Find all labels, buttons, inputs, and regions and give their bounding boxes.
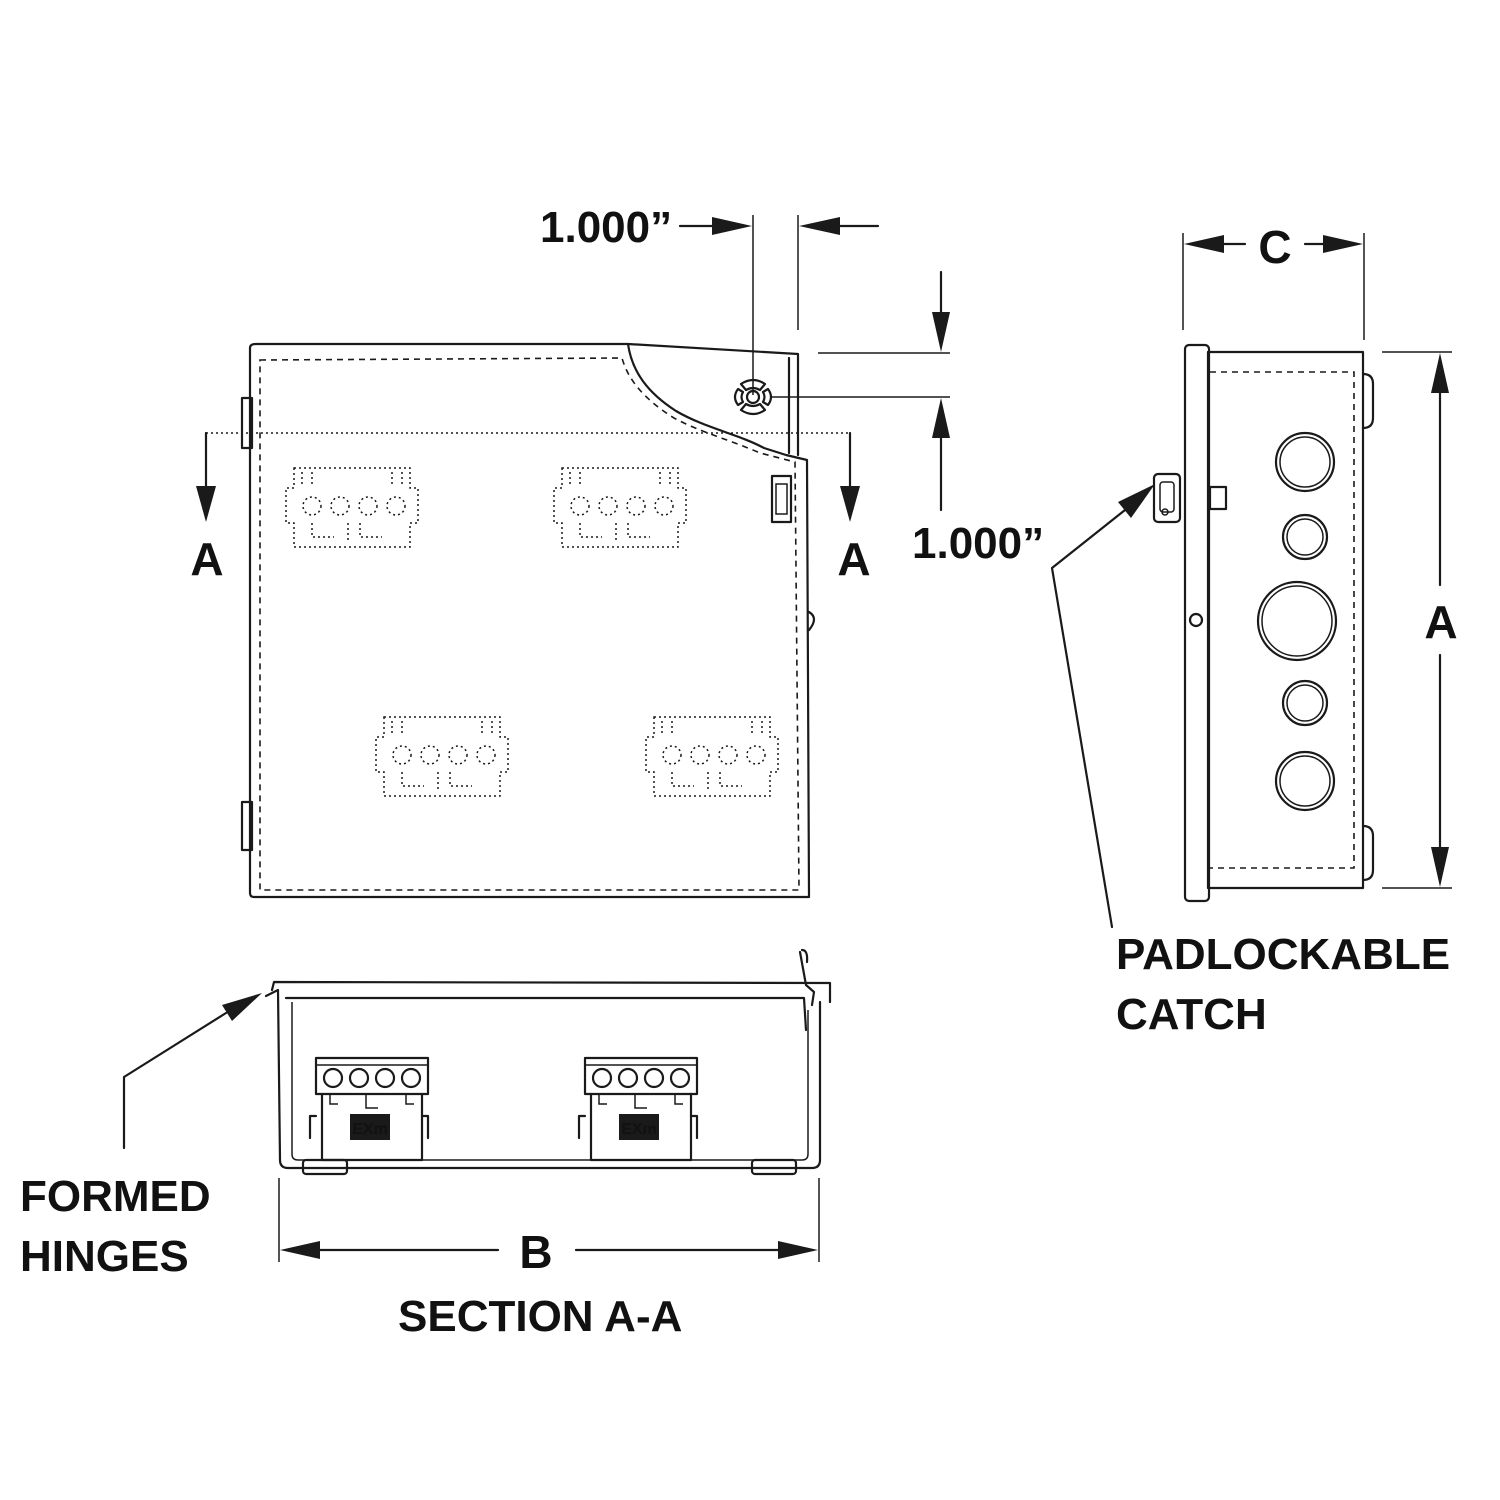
front-view: A A 1.000” 1.000” [190,203,1044,899]
section-mark-left: A [190,533,223,585]
section-mark-right: A [837,533,870,585]
catch-stud [1208,485,1228,511]
knockout-hole [1274,750,1336,812]
dim-arrow [280,1241,320,1259]
section-title: SECTION A-A [398,1292,682,1341]
section-arrow-left [196,486,216,522]
knockout-hole [1281,679,1329,727]
exm-logo: EXm [350,1114,390,1140]
dimension-label-a: A [1424,596,1457,648]
padlock-catch [1152,472,1182,524]
dim-arrow [712,217,752,235]
dimension-label-1000-top: 1.000” [540,203,672,252]
side-enclosure-body [1206,350,1365,890]
hinge-leader-line [122,1011,228,1150]
catch-front [770,474,793,524]
dim-arrow [778,1241,818,1259]
section-view: EXm EXm B [122,948,832,1278]
leader-arrow [1118,484,1155,518]
hinge-callout-line1: FORMED [20,1172,211,1221]
dim-arrow [799,217,840,235]
svg-text:EXm: EXm [352,1121,388,1138]
side-view: C A [1050,221,1458,929]
dimension-label-c: C [1258,221,1291,273]
dim-arrow [1184,235,1224,253]
dimension-label-1000-side: 1.000” [912,519,1044,568]
bottom-hinge [240,800,254,852]
dim-arrow [1431,353,1449,393]
svg-text:EXm: EXm [621,1121,657,1138]
section-arrow-right [840,486,860,522]
terminal-block [308,1056,430,1162]
catch-tab [798,950,816,1007]
knockout-hole [1274,431,1336,493]
dim-arrow [1323,235,1363,253]
knockout-hole [1281,513,1329,561]
terminal-block [553,467,687,548]
leader-arrow [222,993,262,1021]
enclosure-outline [248,342,811,899]
dim-arrow [932,312,950,352]
side-door [1183,343,1211,903]
padlock-leader-line [1050,508,1127,929]
dim-arrow [1431,847,1449,887]
terminal-block [577,1056,699,1162]
foot [750,1158,798,1176]
padlock-callout-line2: CATCH [1116,990,1267,1039]
knockout-hole [1256,580,1338,662]
latch-screw-side [1188,612,1204,628]
terminal-block [645,716,779,797]
door-inner-line [259,357,800,891]
terminal-block [375,716,509,797]
dimension-label-b: B [519,1226,552,1278]
dim-arrow [932,398,950,438]
padlock-callout-line1: PADLOCKABLE [1116,930,1450,979]
top-hinge [240,396,254,450]
latch-screw [807,610,816,632]
exm-logo: EXm [619,1114,659,1140]
terminal-block [285,467,419,548]
section-door [270,980,832,1004]
door-cutaway-edge [626,342,800,457]
hinge-callout-line2: HINGES [20,1232,189,1281]
